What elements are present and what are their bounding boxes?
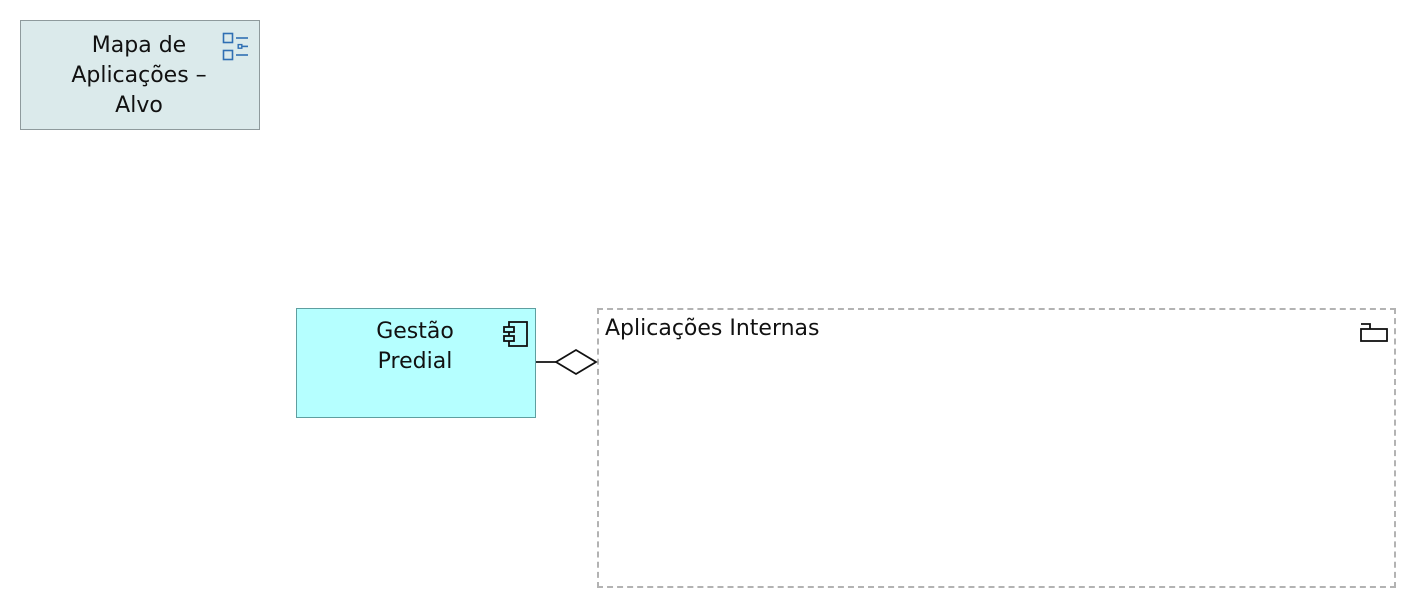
aplicacoes-internas-label: Aplicações Internas	[605, 316, 820, 341]
aggregation-connector[interactable]	[530, 340, 610, 384]
aggregation-diamond-marker	[554, 348, 598, 376]
mapa-aplicacoes-note[interactable]: Mapa de Aplicações – Alvo	[20, 20, 260, 130]
aplicacoes-internas-group[interactable]: Aplicações Internas	[597, 308, 1396, 588]
list-icon	[222, 32, 248, 61]
gestao-predial-label: Gestão Predial	[376, 319, 454, 374]
folder-icon	[1360, 323, 1388, 342]
mapa-aplicacoes-label: Mapa de Aplicações – Alvo	[71, 33, 207, 118]
gestao-predial-component[interactable]: Gestão Predial	[296, 308, 536, 418]
component-icon	[503, 321, 528, 347]
